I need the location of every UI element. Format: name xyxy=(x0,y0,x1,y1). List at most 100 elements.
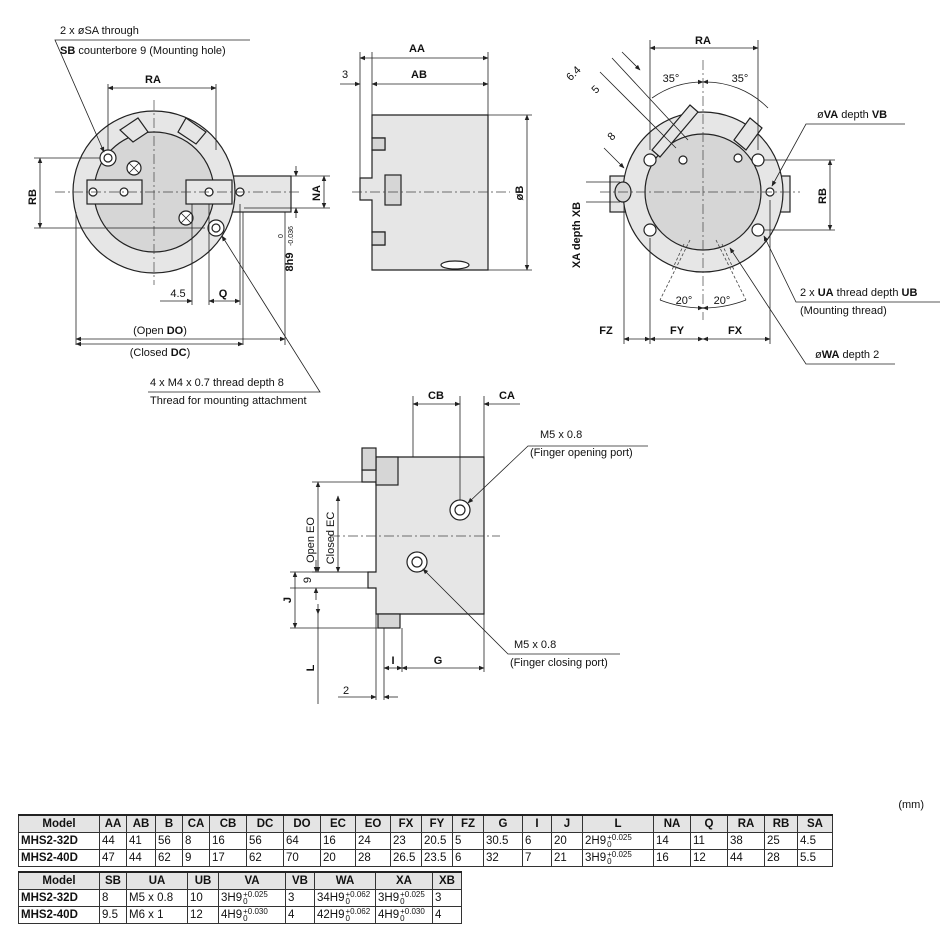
front-q-label: Q xyxy=(219,288,228,300)
model-cell: MHS2-40D xyxy=(18,849,100,867)
xa-cell-base: 4H9 xyxy=(378,909,400,922)
table-cell: 25 xyxy=(764,832,798,850)
table-cell: 64 xyxy=(283,832,321,850)
table-1-header-do: DO xyxy=(283,814,321,833)
table-1-header-fx: FX xyxy=(390,814,422,833)
wa-cell-base: 34H9 xyxy=(317,892,345,905)
ua-cell: M6 x 1 xyxy=(126,906,188,924)
table-2-header-model: Model xyxy=(18,871,100,890)
unit-label: (mm) xyxy=(898,799,924,811)
angle-35-left: 35° xyxy=(663,73,680,85)
table-cell: 44 xyxy=(126,849,156,867)
rear-fy-label: FY xyxy=(670,325,685,337)
table-cell: 9 xyxy=(182,849,210,867)
dimension-drawing: RA RB NA 8h9 0 -0.036 4.5 Q (Open DO) (C… xyxy=(27,25,940,704)
rear-8-label: 8 xyxy=(605,130,618,143)
front-view-m4-hole xyxy=(126,160,142,176)
rear-view-ua-hole-1 xyxy=(643,153,657,167)
front-na-label: NA xyxy=(311,185,323,201)
l-cell-base: 3H9 xyxy=(585,852,607,865)
bottom-j-label: J xyxy=(282,597,294,603)
table-cell: 21 xyxy=(551,849,583,867)
table-cell: 32 xyxy=(483,849,523,867)
side-view: AA AB 3 øB xyxy=(340,43,532,271)
va-cell-base: 3H9 xyxy=(221,892,243,905)
rear-6-4-label: 6.4 xyxy=(564,64,583,83)
table-cell: 41 xyxy=(126,832,156,850)
bottom-view: CB CA Open EO Closed EC 9 J L I G 2 xyxy=(282,390,648,704)
closing-port-note: (Finger closing port) xyxy=(510,657,608,669)
bottom-cb-label: CB xyxy=(428,390,444,402)
table-cell: 16 xyxy=(209,832,247,850)
table-1-header-fz: FZ xyxy=(452,814,484,833)
sb-cell: 9.5 xyxy=(99,906,127,924)
front-view-slot-left xyxy=(119,117,149,143)
table-cell: 8 xyxy=(182,832,210,850)
va-depth-callout: øVA depth VB xyxy=(817,109,887,121)
table-1-header-dc: DC xyxy=(246,814,284,833)
xb-cell: 3 xyxy=(432,889,462,907)
table-cell: 23 xyxy=(390,832,422,850)
rear-view-va-hole xyxy=(678,155,688,165)
table-1-header-ra: RA xyxy=(727,814,765,833)
table-1-header-na: NA xyxy=(653,814,691,833)
front-view-slot-right xyxy=(177,117,207,145)
side-3-label: 3 xyxy=(342,69,348,81)
table-1-header-ca: CA xyxy=(182,814,210,833)
side-ob-label: øB xyxy=(514,186,526,201)
bottom-l-label: L xyxy=(305,664,317,671)
wa-depth-callout: øWA depth 2 xyxy=(815,349,879,361)
table-2-header-xa: XA xyxy=(375,871,433,890)
table-1-header-j: J xyxy=(551,814,583,833)
front-8h9-label: 8h9 xyxy=(284,253,296,272)
table-cell: 14 xyxy=(653,832,691,850)
table-2-header-wa: WA xyxy=(314,871,376,890)
front-ra-label: RA xyxy=(145,74,161,86)
xa-cell-base: 3H9 xyxy=(378,892,400,905)
table-2-header-vb: VB xyxy=(285,871,315,890)
table-2-header-ub: UB xyxy=(187,871,219,890)
ua-mounting-note: (Mounting thread) xyxy=(800,305,887,317)
table-cell: 7 xyxy=(522,849,552,867)
table-cell: 6 xyxy=(522,832,552,850)
m4-thread-note: Thread for mounting attachment xyxy=(150,395,307,407)
front-8h9-tol-lo: -0.036 xyxy=(288,226,295,246)
table-1-header-fy: FY xyxy=(421,814,453,833)
front-4-5-label: 4.5 xyxy=(170,288,185,300)
table-1-header-aa: AA xyxy=(99,814,127,833)
table-cell: 16 xyxy=(320,832,356,850)
rear-ra-label: RA xyxy=(695,35,711,47)
table-cell: 4.5 xyxy=(797,832,833,850)
table-cell: 17 xyxy=(209,849,247,867)
table-1-header-l: L xyxy=(582,814,654,833)
closed-ec-label: Closed EC xyxy=(325,512,337,565)
model-cell: MHS2-40D xyxy=(18,906,100,924)
table-cell: 11 xyxy=(690,832,728,850)
closing-port-callout: M5 x 0.8 xyxy=(514,639,556,651)
l-cell-base: 2H9 xyxy=(585,835,607,848)
bottom-i-label: I xyxy=(391,655,394,667)
table-cell: 62 xyxy=(246,849,284,867)
front-view-m4-hole-2 xyxy=(178,210,194,226)
table-1-header-i: I xyxy=(522,814,552,833)
bottom-2-label: 2 xyxy=(343,685,349,697)
table-1-header-cb: CB xyxy=(209,814,247,833)
table-cell: 44 xyxy=(99,832,127,850)
closed-dc-label: (Closed DC) xyxy=(130,347,191,359)
table-cell: 6 xyxy=(452,849,484,867)
model-cell: MHS2-32D xyxy=(18,832,100,850)
table-cell: 24 xyxy=(355,832,391,850)
table-1-header-ab: AB xyxy=(126,814,156,833)
table-cell: 12 xyxy=(690,849,728,867)
table-cell: 5.5 xyxy=(797,849,833,867)
va-cell-base: 4H9 xyxy=(221,909,243,922)
